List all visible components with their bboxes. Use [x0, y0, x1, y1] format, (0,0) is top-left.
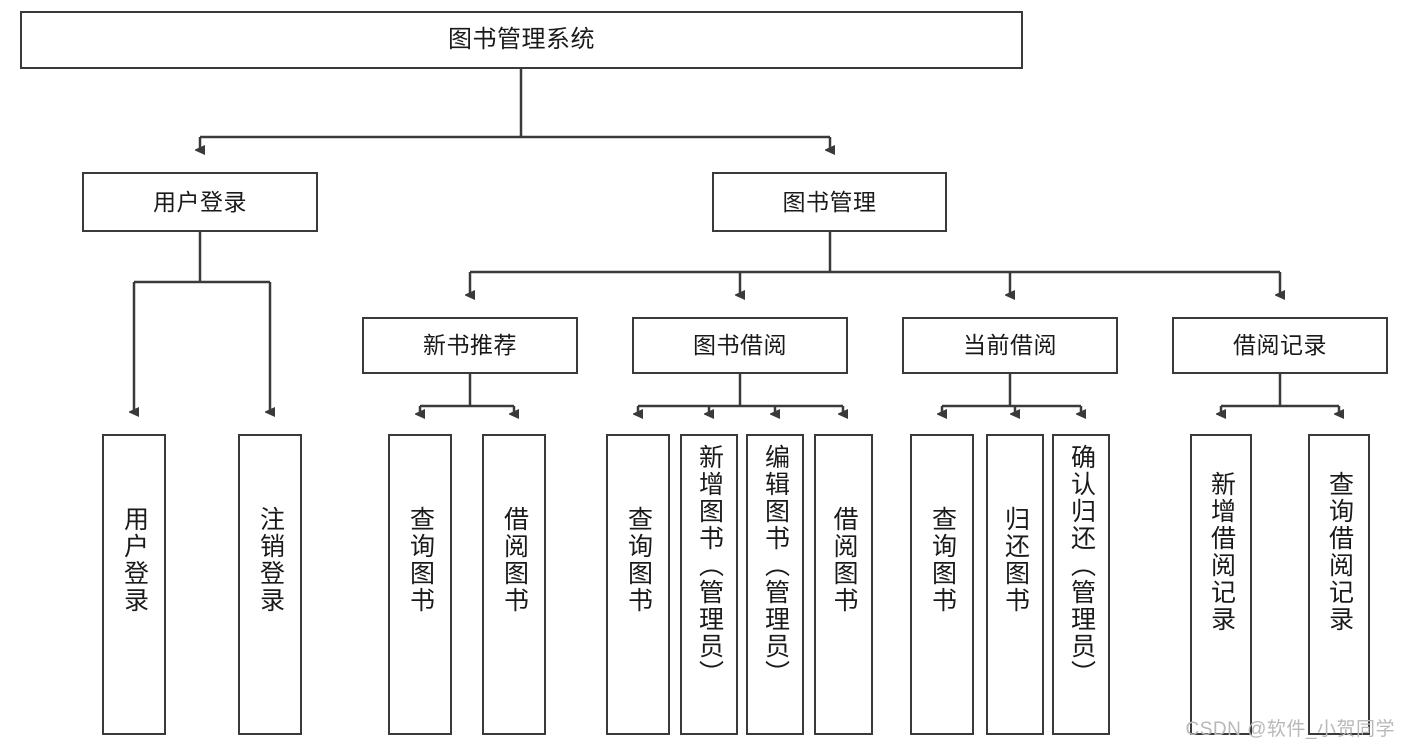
node-leaf-add-book[interactable]: 新增图书（管理员） — [680, 434, 738, 735]
node-leaf-logout[interactable]: 注销登录 — [238, 434, 302, 735]
node-leaf-user-login[interactable]: 用户登录 — [102, 434, 166, 735]
node-leaf-query-book-1[interactable]: 查询图书 — [388, 434, 452, 735]
node-leaf-edit-book[interactable]: 编辑图书（管理员） — [746, 434, 804, 735]
node-root-label: 图书管理系统 — [448, 26, 595, 54]
node-leaf-query-book-1-label: 查询图书 — [406, 506, 435, 614]
node-user-login-label: 用户登录 — [153, 188, 247, 215]
node-leaf-add-record[interactable]: 新增借阅记录 — [1190, 434, 1252, 735]
node-new-book-recommend[interactable]: 新书推荐 — [362, 317, 578, 374]
node-leaf-return-book-label: 归还图书 — [1001, 506, 1030, 614]
watermark: CSDN @软件_小贺同学 — [1185, 719, 1395, 740]
node-leaf-confirm-return-label: 确认归还（管理员） — [1067, 444, 1096, 687]
node-leaf-add-book-label: 新增图书（管理员） — [695, 444, 724, 687]
node-leaf-query-record-label: 查询借阅记录 — [1325, 471, 1354, 633]
node-leaf-edit-book-label: 编辑图书（管理员） — [761, 444, 790, 687]
node-book-borrow-label: 图书借阅 — [693, 332, 787, 359]
node-leaf-borrow-book-1[interactable]: 借阅图书 — [482, 434, 546, 735]
node-leaf-query-record[interactable]: 查询借阅记录 — [1308, 434, 1370, 735]
node-leaf-query-book-2-label: 查询图书 — [624, 506, 653, 614]
node-book-manage-label: 图书管理 — [782, 188, 877, 215]
node-book-manage[interactable]: 图书管理 — [712, 172, 947, 232]
node-leaf-query-book-3-label: 查询图书 — [928, 506, 957, 614]
node-new-book-recommend-label: 新书推荐 — [423, 332, 517, 359]
node-leaf-user-login-label: 用户登录 — [120, 506, 149, 614]
node-user-login[interactable]: 用户登录 — [82, 172, 318, 232]
node-leaf-borrow-book-2-label: 借阅图书 — [830, 506, 858, 614]
node-leaf-return-book[interactable]: 归还图书 — [986, 434, 1044, 735]
node-borrow-record[interactable]: 借阅记录 — [1172, 317, 1388, 374]
node-leaf-query-book-3[interactable]: 查询图书 — [910, 434, 974, 735]
node-current-borrow[interactable]: 当前借阅 — [902, 317, 1118, 374]
node-book-borrow[interactable]: 图书借阅 — [632, 317, 848, 374]
node-leaf-logout-label: 注销登录 — [256, 506, 285, 614]
node-current-borrow-label: 当前借阅 — [963, 332, 1057, 359]
node-leaf-add-record-label: 新增借阅记录 — [1207, 471, 1236, 633]
node-leaf-borrow-book-2[interactable]: 借阅图书 — [814, 434, 873, 735]
node-root[interactable]: 图书管理系统 — [20, 11, 1023, 69]
node-leaf-query-book-2[interactable]: 查询图书 — [606, 434, 670, 735]
node-leaf-confirm-return[interactable]: 确认归还（管理员） — [1052, 434, 1110, 735]
node-leaf-borrow-book-1-label: 借阅图书 — [500, 506, 529, 614]
node-borrow-record-label: 借阅记录 — [1233, 332, 1327, 359]
